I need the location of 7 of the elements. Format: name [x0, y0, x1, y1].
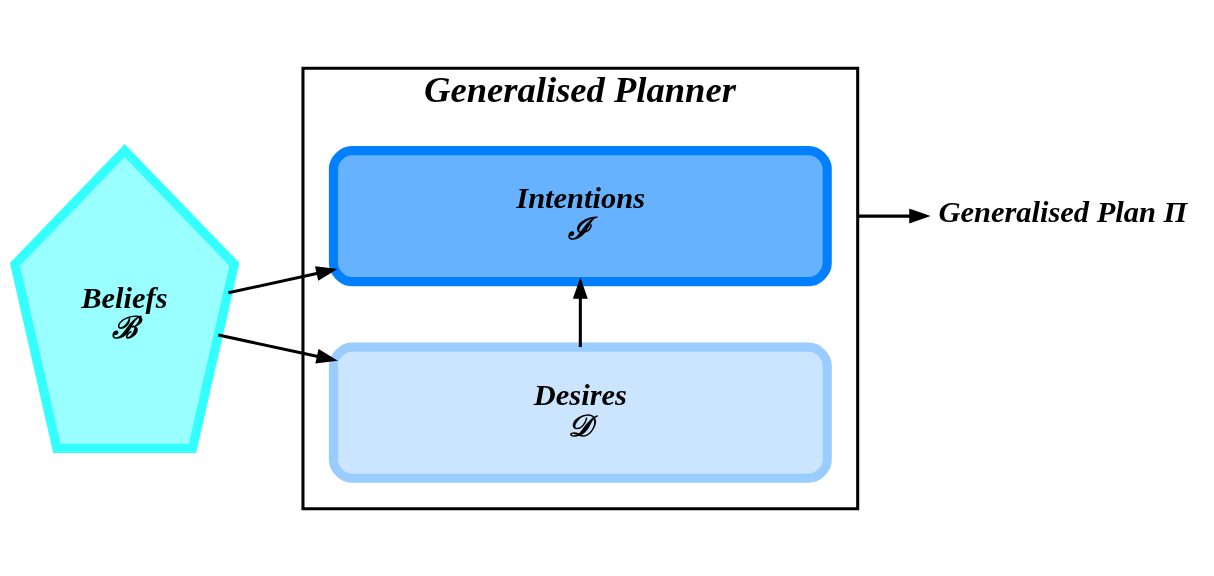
node-box: Desires 𝒟	[328, 342, 832, 483]
arrow	[218, 333, 338, 364]
arrow	[857, 208, 931, 224]
node-box: Intentions ℐ	[328, 145, 832, 286]
node-text: Generalised Plan Π	[938, 194, 1188, 229]
arrow	[228, 265, 338, 294]
arrow	[572, 276, 588, 347]
